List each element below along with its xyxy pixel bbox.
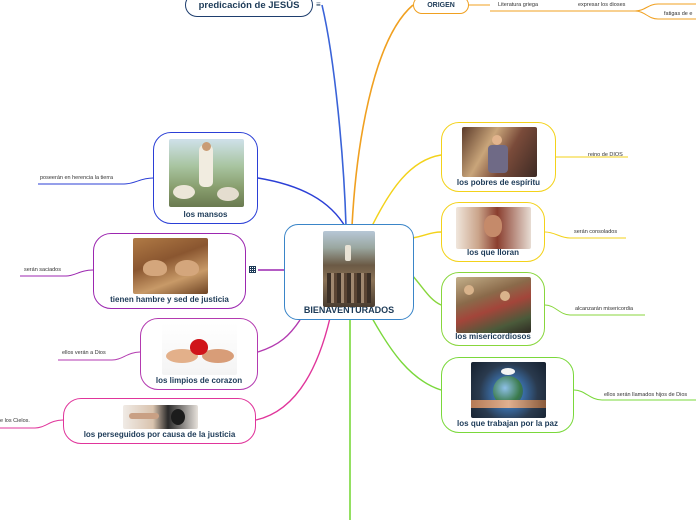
misericordiosos-label: los misericordiosos [455, 332, 531, 341]
literatura-griega-label: Literatura griega [498, 2, 539, 8]
limpios-image [162, 323, 237, 375]
center-crowd-image [323, 231, 375, 307]
pobres-leaf: reino de DIOS [588, 152, 623, 158]
fatigas-label: fatigas de e [664, 11, 693, 17]
lloran-label: los que lloran [466, 248, 519, 257]
hambre-image [133, 238, 208, 294]
paz-node[interactable]: los que trabajan por la paz [441, 357, 574, 433]
misericordiosos-leaf: alcanzarán misericordia [575, 306, 634, 312]
hambre-label: tienen hambre y sed de justicia [110, 295, 229, 304]
lloran-node[interactable]: los que lloran [441, 202, 545, 262]
expresar-dioses-label: expresar los dioses [578, 2, 626, 8]
mansos-label: los mansos [183, 210, 228, 219]
center-node[interactable]: BIENAVENTURADOS [284, 224, 414, 320]
limpios-leaf: ellos verán a Dios [62, 350, 106, 356]
predicacion-label: predicación de JESÚS [198, 0, 300, 11]
limpios-node[interactable]: los limpios de corazon [140, 318, 258, 390]
paz-label: los que trabajan por la paz [457, 419, 558, 428]
mansos-node[interactable]: los mansos [153, 132, 258, 224]
misericordiosos-node[interactable]: los misericordiosos [441, 272, 545, 346]
predicacion-node[interactable]: predicación de JESÚS [185, 0, 313, 17]
paz-leaf: ellos serán llamados hijos de Dios [604, 392, 688, 398]
hambre-node[interactable]: tienen hambre y sed de justicia [93, 233, 246, 309]
paz-image [471, 362, 546, 418]
pobres-node[interactable]: los pobres de espíritu [441, 122, 556, 192]
hambre-leaf: serán saciados [24, 267, 61, 273]
grid-icon[interactable] [249, 266, 256, 273]
perseguidos-label: los perseguidos por causa de la justicia [83, 430, 236, 439]
origen-label: ORIGEN [427, 1, 455, 9]
pobres-image [462, 127, 537, 177]
perseguidos-image [123, 405, 198, 429]
perseguidos-node[interactable]: los perseguidos por causa de la justicia [63, 398, 256, 444]
limpios-label: los limpios de corazon [155, 376, 243, 385]
mansos-image [169, 139, 244, 207]
pobres-label: los pobres de espíritu [456, 178, 541, 187]
perseguidos-leaf: e los Cielos. [0, 418, 30, 424]
origen-node[interactable]: ORIGEN [413, 0, 469, 14]
menu-icon[interactable]: ≡ [316, 0, 321, 9]
center-label: BIENAVENTURADOS [303, 305, 395, 315]
lloran-image [456, 207, 531, 249]
mansos-leaf: poseerán en herencia la tierra [40, 175, 114, 181]
lloran-leaf: serán consolados [574, 229, 618, 235]
misericordiosos-image [456, 277, 531, 333]
